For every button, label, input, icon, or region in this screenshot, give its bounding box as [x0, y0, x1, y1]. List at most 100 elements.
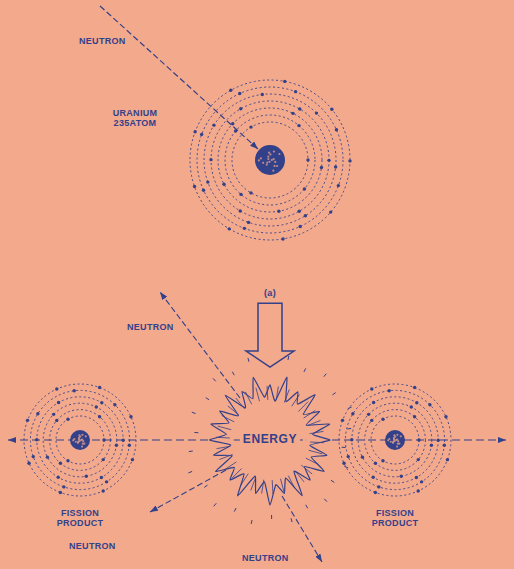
- electron: [100, 476, 103, 479]
- energy-spark: [213, 378, 216, 381]
- nucleus-grain: [81, 434, 83, 436]
- nucleus-grain: [262, 162, 264, 164]
- electron: [27, 461, 30, 464]
- electron: [370, 387, 373, 390]
- electron: [297, 124, 300, 127]
- orbit: [43, 403, 117, 477]
- flame-stroke: [262, 480, 264, 494]
- electron: [55, 387, 58, 390]
- nucleus-grain: [387, 439, 389, 441]
- flame-stroke: [284, 389, 289, 402]
- electron: [101, 489, 104, 492]
- electron: [315, 111, 318, 114]
- electron: [415, 401, 418, 404]
- electron: [400, 475, 403, 478]
- nucleus-grain: [269, 153, 271, 155]
- neutron-track: [100, 6, 258, 149]
- electron: [209, 158, 212, 161]
- flame-stroke: [307, 420, 320, 425]
- nucleus-grain: [78, 434, 80, 436]
- electron: [342, 461, 345, 464]
- electron: [131, 458, 134, 461]
- electron: [281, 237, 284, 240]
- electron: [32, 455, 35, 458]
- electron: [372, 401, 375, 404]
- electron: [413, 415, 416, 418]
- electron: [193, 185, 196, 188]
- energy-spark: [206, 398, 209, 400]
- electron: [327, 159, 330, 162]
- nucleus-grain: [396, 434, 398, 436]
- nucleus-grain: [81, 438, 83, 440]
- electron: [59, 462, 62, 465]
- electron: [212, 123, 215, 126]
- nucleus-grain: [78, 438, 80, 440]
- electron: [304, 214, 307, 217]
- electron: [26, 419, 29, 422]
- orbit: [190, 80, 350, 240]
- electron: [298, 210, 301, 213]
- electron: [243, 227, 246, 230]
- orbit: [371, 416, 419, 464]
- electron: [374, 491, 377, 494]
- energy-spark: [332, 393, 335, 395]
- flame-stroke: [232, 468, 242, 478]
- electron: [374, 462, 377, 465]
- electron: [413, 386, 416, 389]
- electron: [98, 415, 101, 418]
- orbit: [56, 416, 104, 464]
- energy-spark: [331, 480, 334, 482]
- nucleus-grain: [400, 435, 402, 437]
- energy-spark: [324, 499, 327, 502]
- electron: [62, 485, 65, 488]
- orbit: [50, 410, 111, 471]
- nucleus-grain: [75, 441, 77, 443]
- flame-stroke: [251, 478, 256, 491]
- nucleus-grain: [276, 165, 278, 167]
- electron: [238, 92, 241, 95]
- flame-stroke: [218, 426, 232, 430]
- figure-tag: (a): [263, 288, 277, 298]
- electron: [416, 489, 419, 492]
- nucleus-grain: [393, 434, 395, 436]
- flame-stroke: [267, 386, 269, 400]
- nucleus-grain: [81, 445, 83, 447]
- energy-spark: [192, 412, 196, 413]
- electron: [247, 221, 250, 224]
- nucleus: [385, 430, 405, 450]
- energy-spark: [348, 407, 352, 408]
- electron: [306, 158, 309, 161]
- nucleus-grain: [258, 159, 260, 161]
- flame-stroke: [272, 480, 274, 494]
- energy-spark: [189, 451, 193, 453]
- nucleus-grain: [390, 441, 392, 443]
- energy-spark: [271, 515, 272, 519]
- electron: [446, 458, 449, 461]
- nucleus-grain: [260, 157, 262, 159]
- energy-spark: [287, 356, 289, 360]
- electron: [239, 209, 242, 212]
- electron: [370, 419, 373, 422]
- orbit: [225, 115, 315, 205]
- electron: [128, 444, 131, 447]
- energy-spark: [304, 368, 306, 372]
- nucleus-grain: [266, 161, 268, 163]
- electron: [102, 438, 105, 441]
- particle-label: NEUTRON: [241, 553, 290, 563]
- electron: [222, 183, 225, 186]
- energy-spark: [188, 471, 192, 472]
- energy-spark: [306, 505, 308, 509]
- orbit: [204, 94, 336, 226]
- flame-stroke: [222, 416, 234, 422]
- electron: [329, 210, 332, 213]
- flame-stroke: [216, 437, 230, 439]
- electron: [303, 187, 306, 190]
- electron: [115, 444, 118, 447]
- electron: [59, 491, 62, 494]
- electron: [444, 415, 447, 418]
- flame-stroke: [295, 471, 304, 482]
- electron: [66, 459, 69, 462]
- energy-burst: ENERGY: [200, 370, 340, 510]
- flame-stroke: [228, 406, 239, 415]
- particle-label: NEUTRON: [78, 36, 127, 46]
